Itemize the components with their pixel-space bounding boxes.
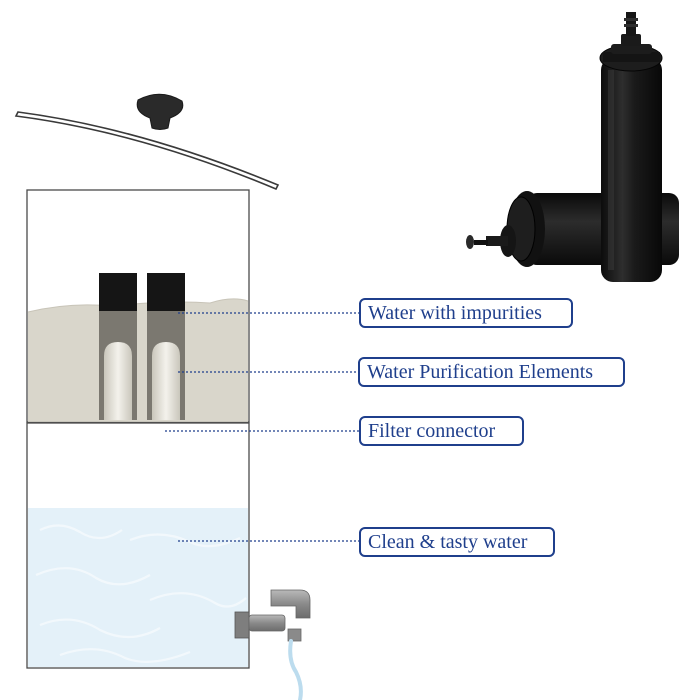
filter-element-left bbox=[99, 273, 137, 420]
lid-knob-icon bbox=[136, 93, 184, 130]
lid bbox=[14, 93, 280, 191]
leader-lines bbox=[165, 312, 359, 542]
callout-clean-tasty-water: Clean & tasty water bbox=[359, 527, 555, 557]
spigot-icon bbox=[234, 589, 311, 700]
filter-element-right bbox=[147, 273, 185, 420]
callout-filter-connector: Filter connector bbox=[359, 416, 524, 446]
upper-chamber bbox=[26, 189, 250, 423]
callout-water-purification-elements: Water Purification Elements bbox=[358, 357, 625, 387]
black-filter-cartridge-icon bbox=[466, 12, 679, 282]
clean-water bbox=[28, 508, 248, 667]
dirty-water bbox=[28, 298, 248, 422]
lower-chamber bbox=[26, 422, 250, 669]
callout-water-with-impurities: Water with impurities bbox=[359, 298, 573, 328]
